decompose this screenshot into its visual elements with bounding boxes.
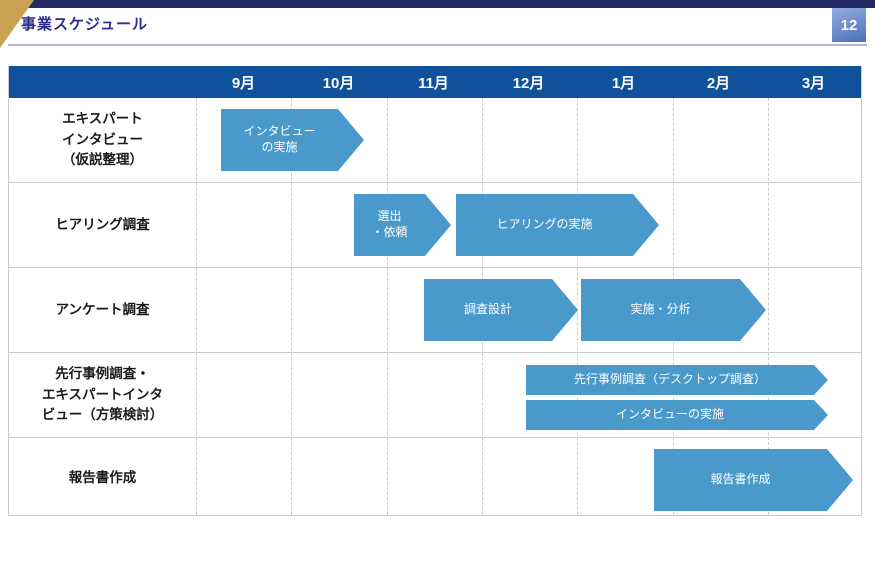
page-title: 事業スケジュール (21, 16, 148, 33)
task-bar-houkokusho-sakusei: 報告書作成 (654, 449, 853, 511)
task-bar-chousa-sekkei: 調査設計 (424, 279, 578, 341)
month-header-dec: 12月 (512, 74, 545, 92)
row-track: 報告書作成 (196, 438, 861, 519)
grid-column-line (196, 98, 197, 515)
task-bar-interview-jisshi-2: インタビューの実施 (526, 400, 828, 430)
gantt-row-report: 報告書作成 報告書作成 (9, 438, 861, 519)
month-header-feb: 2月 (706, 74, 731, 92)
grid-column-line (577, 98, 578, 515)
page-number-badge: 12 (832, 8, 866, 42)
grid-column-line (387, 98, 388, 515)
gantt-row-precedent-research: 先行事例調査・ エキスパートインタ ビュー（方策検討） 先行事例調査（デスクトッ… (9, 353, 861, 438)
month-header-jan: 1月 (611, 74, 636, 92)
month-header-sep: 9月 (231, 74, 256, 92)
row-label: ヒアリング調査 (55, 216, 150, 232)
gantt-table: 9月 10月 11月 12月 1月 2月 3月 エキスパート インタビュー （仮… (8, 66, 862, 516)
month-header-row: 9月 10月 11月 12月 1月 2月 3月 (9, 66, 861, 98)
row-label: 先行事例調査・ エキスパートインタ ビュー（方策検討） (41, 365, 164, 423)
grid-column-line (291, 98, 292, 515)
gantt-row-hearing: ヒアリング調査 選出 ・依頼 ヒアリングの実施 (9, 183, 861, 268)
row-track: 調査設計 実施・分析 (196, 268, 861, 352)
row-track: 選出 ・依頼 ヒアリングの実施 (196, 183, 861, 267)
grid-column-line (768, 98, 769, 515)
row-label: アンケート調査 (55, 301, 150, 317)
top-stripe (0, 0, 875, 8)
row-track: インタビュー の実施 (196, 98, 861, 182)
gantt-row-expert-interview: エキスパート インタビュー （仮説整理） インタビュー の実施 (9, 98, 861, 183)
month-header-spacer (9, 66, 196, 98)
row-label: エキスパート インタビュー （仮説整理） (62, 110, 143, 168)
month-header-mar: 3月 (801, 74, 826, 92)
task-bar-desktop-chousa: 先行事例調査（デスクトップ調査） (526, 365, 828, 395)
month-header-nov: 11月 (418, 74, 449, 92)
gantt-body: エキスパート インタビュー （仮説整理） インタビュー の実施 ヒアリング調査 … (9, 98, 861, 515)
task-bar-jisshi-bunseki: 実施・分析 (581, 279, 766, 341)
gantt-row-survey: アンケート調査 調査設計 実施・分析 (9, 268, 861, 353)
row-track: 先行事例調査（デスクトップ調査） インタビューの実施 (196, 353, 861, 437)
task-bar-senshutsu-irai: 選出 ・依頼 (354, 194, 451, 256)
month-header-oct: 10月 (322, 74, 355, 92)
row-label: 報告書作成 (68, 470, 137, 486)
task-bar-hearing-jisshi: ヒアリングの実施 (456, 194, 659, 256)
title-divider (8, 44, 867, 46)
task-bar-interview-jisshi: インタビュー の実施 (221, 109, 364, 171)
